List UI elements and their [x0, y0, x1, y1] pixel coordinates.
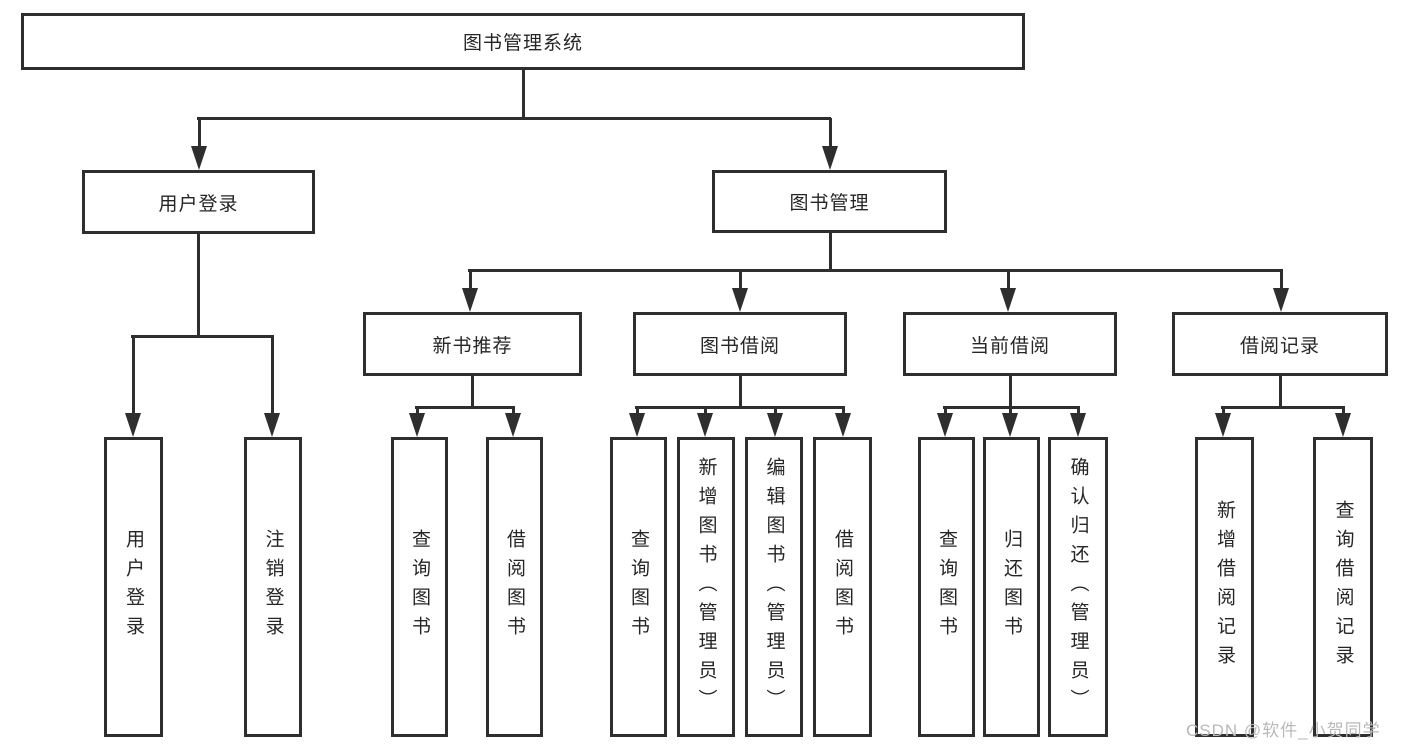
connector-line	[522, 70, 525, 118]
connector-rail	[131, 335, 274, 338]
node-label: 新书推荐	[432, 335, 513, 357]
connector-rail	[468, 269, 1283, 272]
connector-line	[132, 336, 135, 418]
leaf-user-login: 用户登录	[104, 437, 163, 737]
csdn-watermark: CSDN @软件_小贺同学	[1186, 721, 1381, 740]
node-label: 借阅记录	[1239, 335, 1320, 357]
arrow-down-icon	[1335, 413, 1351, 437]
connector-rail	[415, 406, 515, 409]
leaf-label: 借阅图书	[504, 529, 525, 645]
arrow-down-icon	[1273, 288, 1289, 312]
leaf-label: 编辑图书（管理员）	[763, 456, 785, 718]
node-label: 图书借阅	[699, 335, 780, 357]
node-label: 图书管理系统	[462, 33, 583, 54]
leaf-label: 注销登录	[262, 529, 284, 645]
leaf-query-books-recommend: 查询图书	[391, 437, 448, 737]
leaf-label: 新增借阅记录	[1214, 500, 1235, 674]
leaf-label: 查询图书	[409, 529, 430, 645]
leaf-add-borrow-record: 新增借阅记录	[1195, 437, 1254, 737]
connector-rail	[635, 406, 845, 409]
leaf-label: 用户登录	[123, 529, 144, 645]
arrow-down-icon	[767, 413, 783, 437]
node-label: 图书管理	[789, 193, 870, 214]
node-borrow-records: 借阅记录	[1172, 312, 1388, 376]
arrow-down-icon	[937, 413, 953, 437]
leaf-label: 归还图书	[1001, 529, 1022, 645]
connector-line	[1007, 270, 1010, 293]
node-label: 当前借阅	[969, 335, 1050, 357]
leaf-query-books-borrow: 查询图书	[610, 437, 667, 737]
connector-rail	[943, 406, 1080, 409]
connector-line	[198, 118, 201, 150]
arrow-down-icon	[505, 413, 521, 437]
connector-line	[1009, 376, 1012, 408]
connector-line	[829, 118, 832, 150]
leaf-borrow-books-recommend: 借阅图书	[486, 437, 543, 737]
leaf-query-borrow-record: 查询借阅记录	[1313, 437, 1373, 737]
arrow-down-icon	[629, 413, 645, 437]
leaf-label: 查询图书	[628, 529, 649, 645]
node-current-borrow: 当前借阅	[903, 312, 1117, 376]
arrow-down-icon	[1215, 413, 1231, 437]
connector-line	[829, 233, 832, 271]
node-label: 用户登录	[158, 193, 239, 215]
leaf-borrow-books: 借阅图书	[813, 437, 872, 737]
connector-line	[469, 270, 472, 293]
arrow-down-icon	[125, 413, 141, 437]
arrow-down-icon	[191, 146, 207, 170]
leaf-confirm-return-admin: 确认归还（管理员）	[1048, 437, 1108, 737]
arrow-down-icon	[462, 288, 478, 312]
node-new-book-recommend: 新书推荐	[363, 312, 582, 376]
node-library-system: 图书管理系统	[21, 13, 1025, 70]
arrow-down-icon	[822, 146, 838, 170]
arrow-down-icon	[697, 413, 713, 437]
connector-line	[471, 376, 474, 408]
leaf-query-books-current: 查询图书	[918, 437, 975, 737]
node-user-login: 用户登录	[82, 170, 315, 234]
connector-line	[739, 270, 742, 293]
leaf-label: 新增图书（管理员）	[695, 456, 717, 718]
arrow-down-icon	[1070, 413, 1086, 437]
leaf-return-books: 归还图书	[983, 437, 1040, 737]
arrow-down-icon	[409, 413, 425, 437]
arrow-down-icon	[264, 413, 280, 437]
leaf-edit-book-admin: 编辑图书（管理员）	[745, 437, 803, 737]
connector-line	[1279, 376, 1282, 408]
connector-rail	[197, 117, 831, 120]
node-book-borrow: 图书借阅	[633, 312, 847, 376]
arrow-down-icon	[835, 413, 851, 437]
arrow-down-icon	[1002, 413, 1018, 437]
leaf-label: 借阅图书	[832, 529, 853, 645]
leaf-label: 查询借阅记录	[1332, 500, 1354, 674]
leaf-add-book-admin: 新增图书（管理员）	[677, 437, 735, 737]
arrow-down-icon	[732, 288, 748, 312]
leaf-logout: 注销登录	[244, 437, 302, 737]
leaf-label: 确认归还（管理员）	[1067, 456, 1089, 718]
connector-rail	[1221, 406, 1345, 409]
connector-line	[197, 234, 200, 336]
leaf-label: 查询图书	[936, 529, 957, 645]
connector-line	[1280, 270, 1283, 293]
node-book-management: 图书管理	[712, 170, 947, 233]
arrow-down-icon	[1000, 288, 1016, 312]
connector-line	[739, 376, 742, 408]
connector-line	[271, 336, 274, 418]
